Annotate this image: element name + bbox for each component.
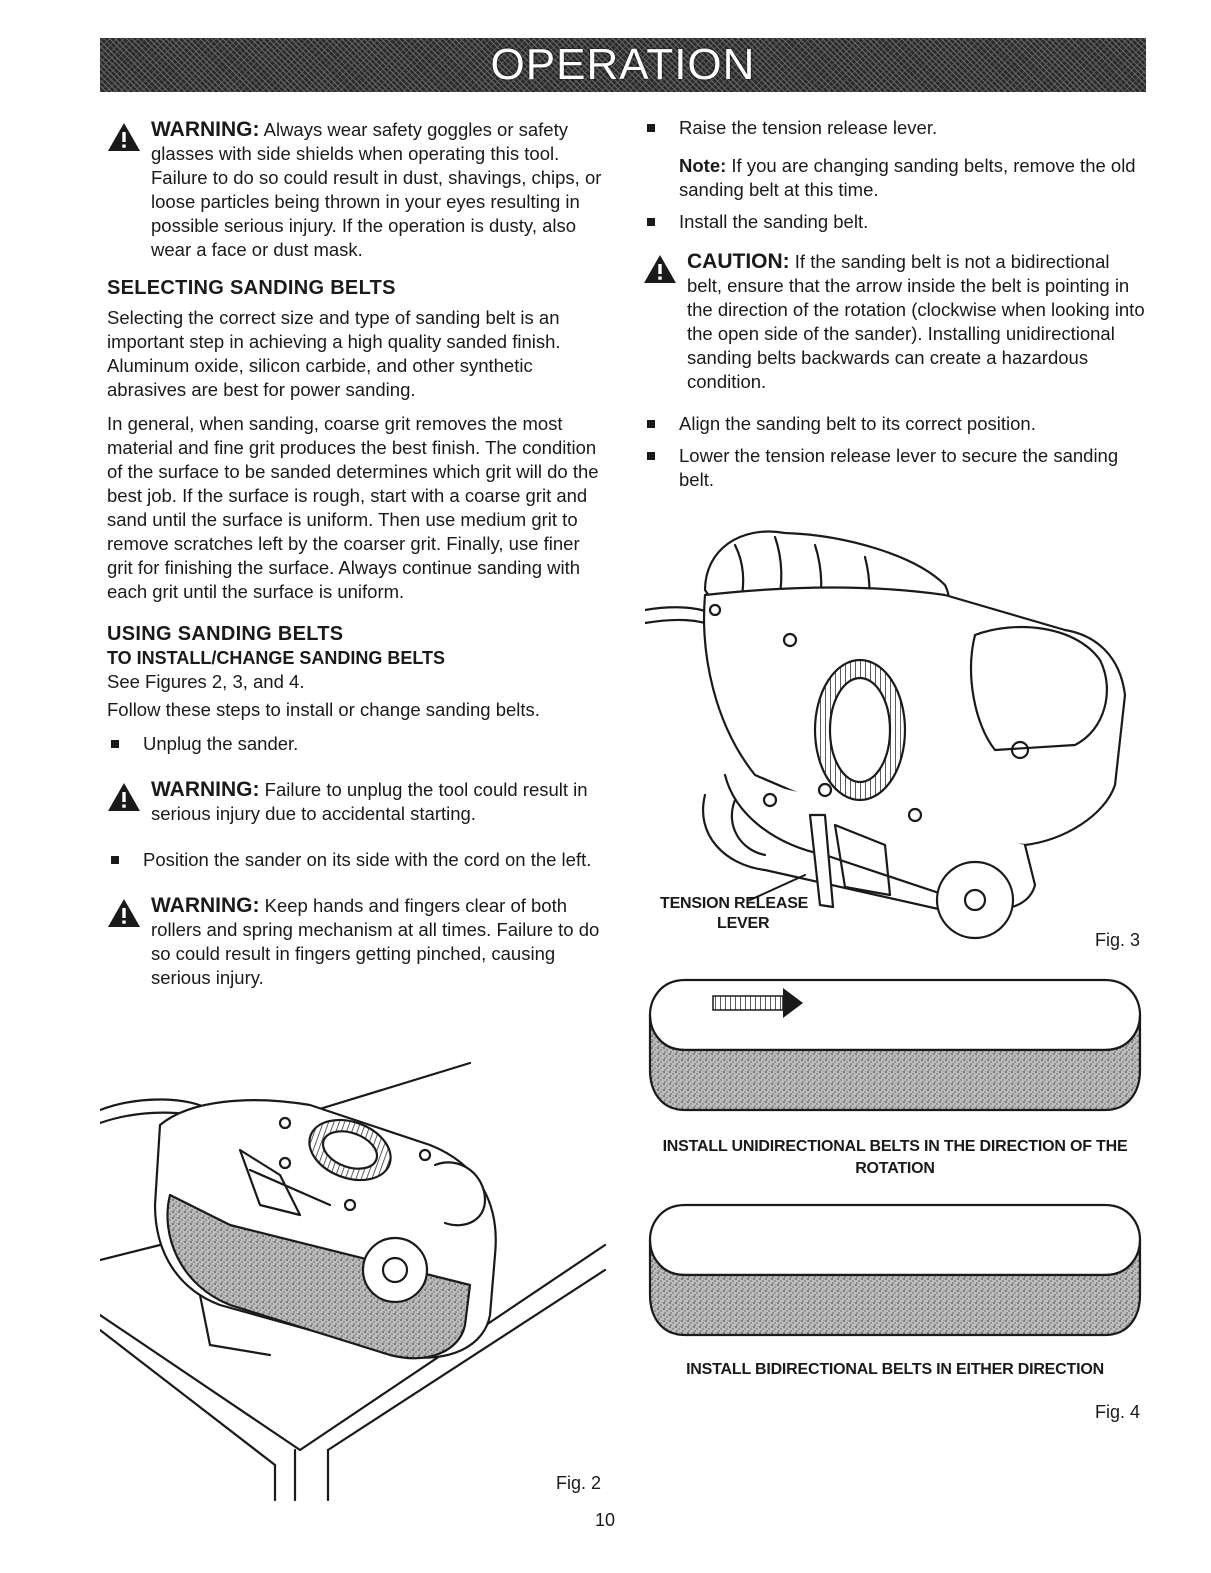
fig4-caption-bidirectional: INSTALL BIDIRECTIONAL BELTS IN EITHER DI… [686,1361,1104,1378]
step-text: Unplug the sander. [143,733,299,754]
selecting-paragraph-2: In general, when sanding, coarse grit re… [107,413,599,602]
direction-arrow-icon [712,988,803,1018]
note-changing-belts: Note: If you are changing sanding belts,… [643,154,1148,202]
bullet-icon [647,218,655,226]
figure-3-sander-illustration [645,530,1127,940]
bullet-icon [647,420,655,428]
page-number: 10 [595,1510,616,1530]
step-text: Lower the tension release lever to secur… [679,445,1119,490]
see-figures: See Figures 2, 3, and 4. [107,671,305,692]
caution-label: CAUTION: [687,250,790,273]
section-heading-using: USING SANDING BELTS [107,623,344,645]
section-heading-selecting: SELECTING SANDING BELTS [107,277,396,299]
fig3-callout: TENSION RELEASE LEVER [660,894,830,934]
note-text: If you are changing sanding belts, remov… [679,155,1136,200]
warning-label: WARNING: [151,894,260,917]
step-text: Raise the tension release lever. [679,117,938,138]
callout-line-2: LEVER [717,915,770,932]
warning-text: Always wear safety goggles or safety gla… [151,119,602,260]
step-text: Align the sanding belt to its correct po… [679,413,1036,434]
warning-icon [107,898,141,928]
warning-label: WARNING: [151,778,260,801]
step-align-belt: Align the sanding belt to its correct po… [643,412,1148,436]
bullet-icon [111,856,119,864]
note-label: Note: [679,155,727,176]
warning-label: WARNING: [151,118,260,141]
warning-icon [643,254,677,284]
bullet-icon [647,124,655,132]
warning-icon [107,122,141,152]
step-raise-lever: Raise the tension release lever. [643,116,1148,140]
subheading-install-change: TO INSTALL/CHANGE SANDING BELTS [107,648,446,668]
header-bar: OPERATION [100,38,1146,92]
warning-hands: WARNING: Keep hands and fingers clear of… [107,894,607,990]
step-unplug: Unplug the sander. [107,732,607,756]
step-text: Position the sander on its side with the… [143,849,592,870]
caution-belt-direction: CAUTION: If the sanding belt is not a bi… [643,250,1148,394]
step-text: Install the sanding belt. [679,211,869,232]
step-install-belt: Install the sanding belt. [643,210,1148,234]
warning-text: Keep hands and fingers clear of both rol… [151,895,600,988]
figure-2-sander-on-side [100,1061,607,1502]
follow-steps: Follow these steps to install or change … [107,699,540,720]
caution-text: If the sanding belt is not a bidirection… [687,251,1145,392]
callout-line-1: TENSION RELEASE [660,895,809,912]
bullet-icon [647,452,655,460]
warning-safety-goggles: WARNING: Always wear safety goggles or s… [107,118,607,262]
fig2-label: Fig. 2 [556,1473,602,1493]
figure-4-unidirectional-belt [648,978,1142,1112]
warning-icon [107,782,141,812]
step-position-sander: Position the sander on its side with the… [107,848,607,872]
selecting-paragraph-1: Selecting the correct size and type of s… [107,307,561,400]
warning-text: Failure to unplug the tool could result … [151,779,588,824]
step-lower-lever: Lower the tension release lever to secur… [643,444,1148,492]
fig4-label: Fig. 4 [1095,1402,1141,1422]
fig3-label: Fig. 3 [1095,930,1141,950]
page-title: OPERATION [490,40,756,89]
left-column: WARNING: Always wear safety goggles or s… [107,118,607,1004]
right-column: Raise the tension release lever. Note: I… [643,116,1148,502]
warning-unplug: WARNING: Failure to unplug the tool coul… [107,778,607,826]
bullet-icon [111,740,119,748]
fig4-caption-unidirectional: INSTALL UNIDIRECTIONAL BELTS IN THE DIRE… [662,1138,1128,1177]
figure-4-bidirectional-belt [648,1203,1142,1337]
